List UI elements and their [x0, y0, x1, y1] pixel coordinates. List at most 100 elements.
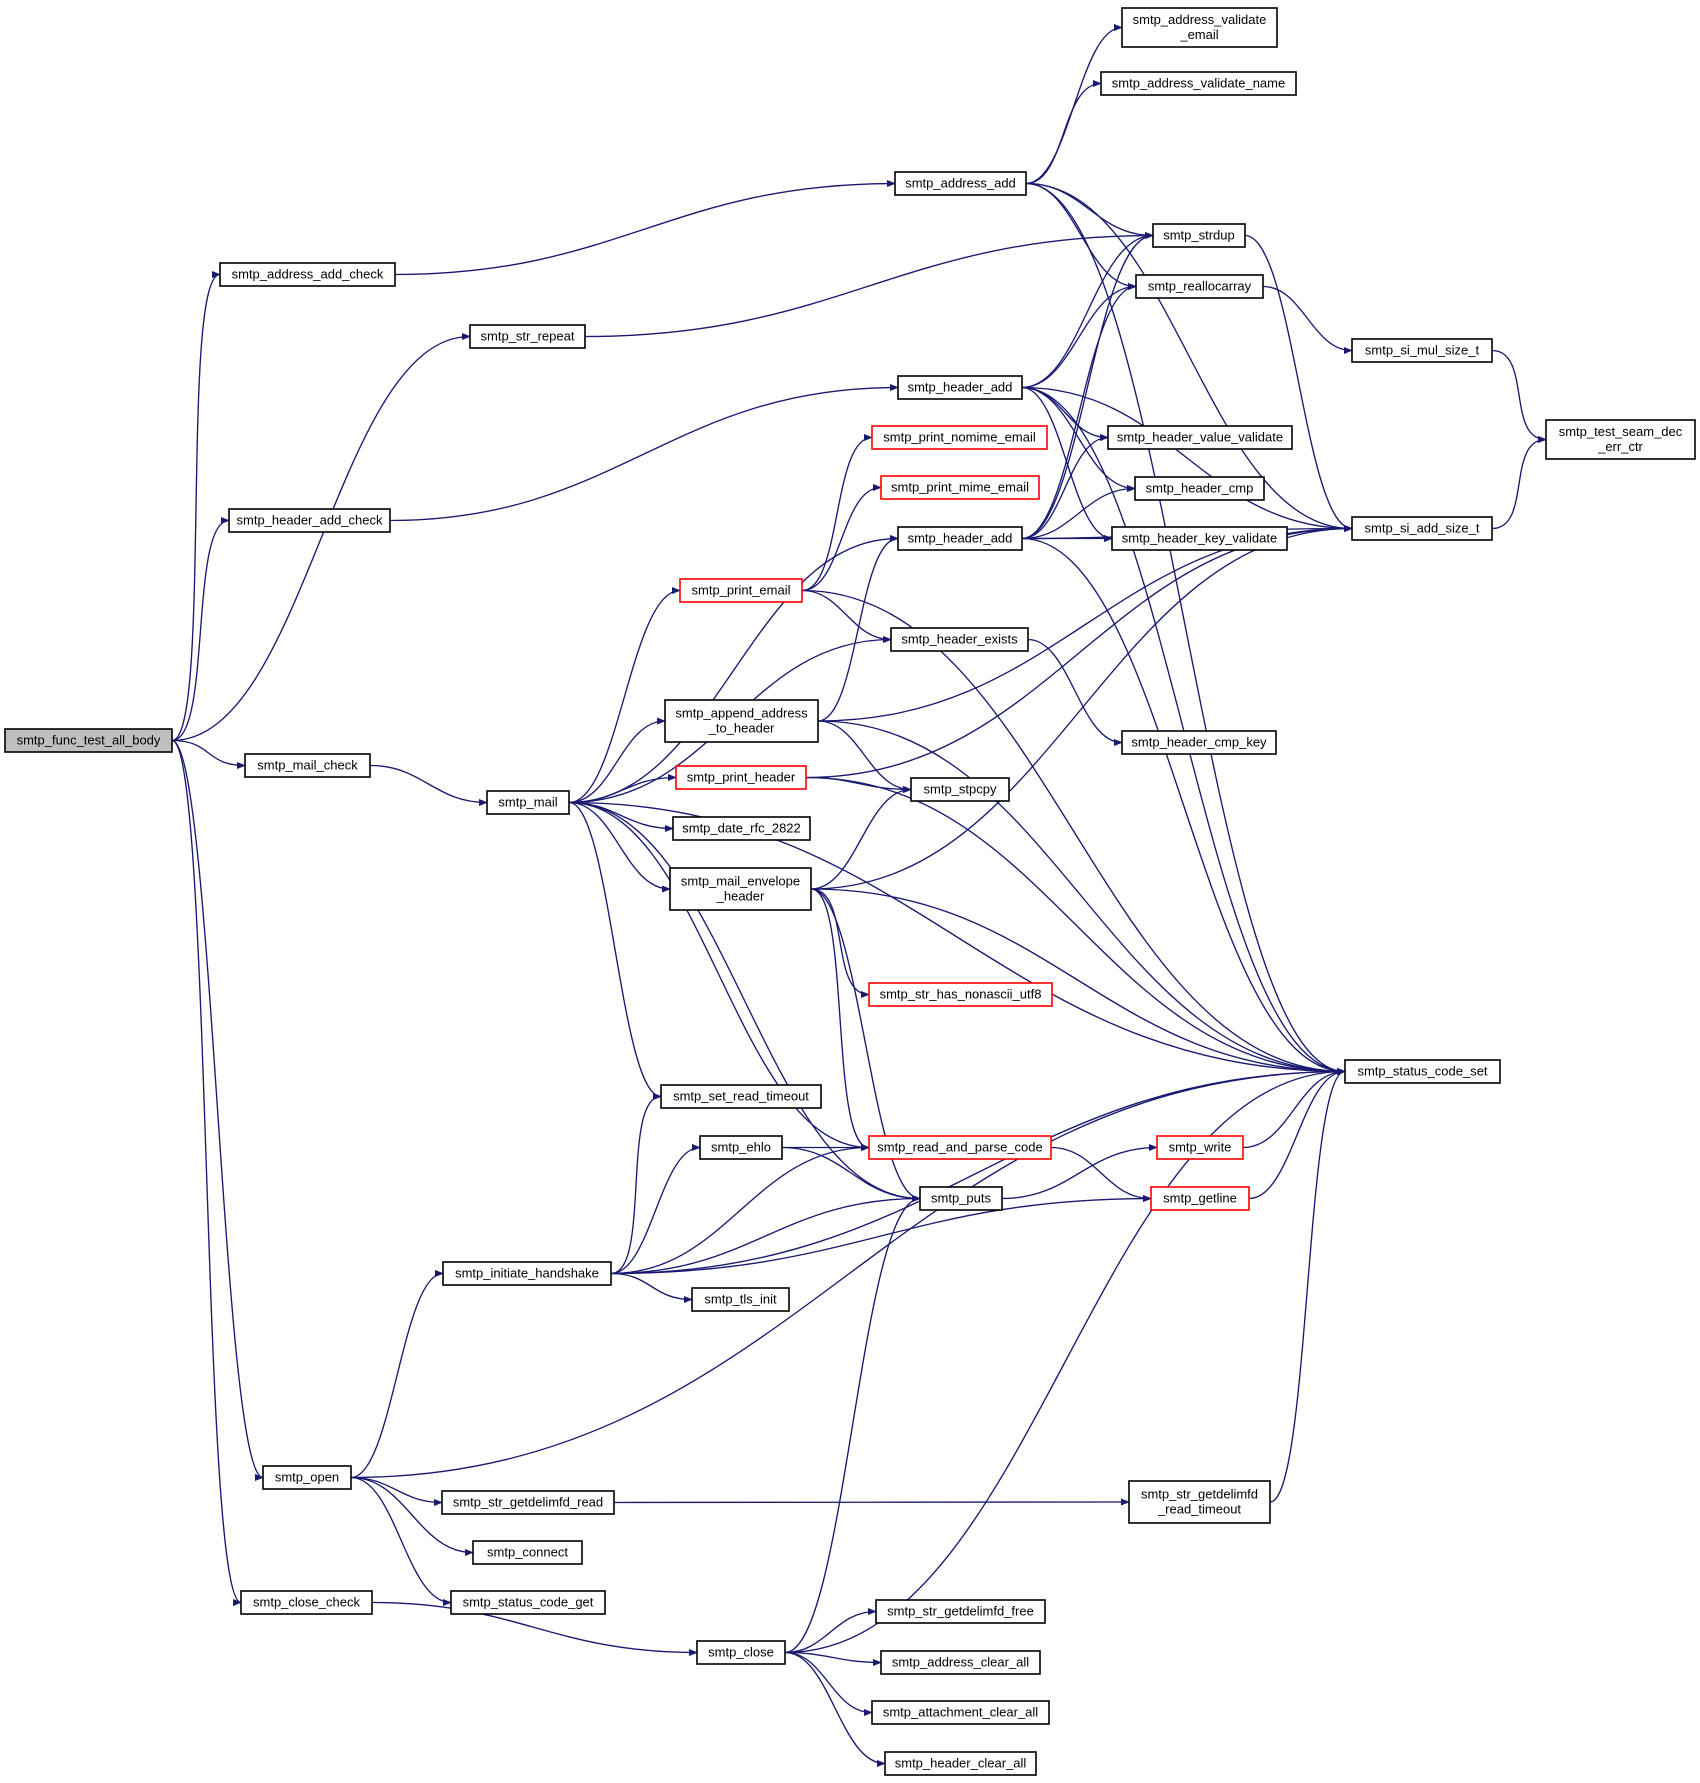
- node-header-key-validate[interactable]: smtp_header_key_validate: [1111, 526, 1288, 551]
- edge-mail-to-print-email: [568, 586, 681, 804]
- node-box: [890, 627, 1029, 652]
- edge-initiate-handshake-to-ehlo: [610, 1143, 701, 1275]
- edge-str-getdelimfd-read-to-str-getdelimfd-read-timeout: [613, 1498, 1130, 1506]
- node-label: smtp_connect: [487, 1545, 568, 1560]
- node-label: smtp_initiate_handshake: [455, 1266, 599, 1281]
- node-label: smtp_header_key_validate: [1122, 531, 1277, 546]
- edge-str-getdelimfd-read-timeout-to-status-code-set: [1269, 1067, 1346, 1503]
- node-box: [675, 765, 807, 790]
- node-label: smtp_address_clear_all: [892, 1655, 1029, 1670]
- node-open[interactable]: smtp_open: [262, 1465, 352, 1490]
- edge-address-add-to-status-code-set: [1025, 182, 1346, 1076]
- node-tls-init[interactable]: smtp_tls_init: [691, 1287, 790, 1312]
- node-address-validate-name[interactable]: smtp_address_validate_name: [1100, 71, 1297, 96]
- node-label: smtp_strdup: [1163, 228, 1235, 243]
- node-str-getdelimfd-read[interactable]: smtp_str_getdelimfd_read: [441, 1490, 615, 1515]
- node-print-header[interactable]: smtp_print_header: [675, 765, 807, 790]
- node-box: [897, 526, 1023, 551]
- edge-print-email-to-print-mime-email: [801, 483, 882, 592]
- node-box: [469, 324, 586, 349]
- node-header-add-a[interactable]: smtp_header_add: [897, 375, 1023, 400]
- node-connect[interactable]: smtp_connect: [472, 1540, 583, 1565]
- node-mail[interactable]: smtp_mail: [486, 790, 570, 815]
- node-test-seam-dec-err-ctr[interactable]: smtp_test_seam_dec_err_ctr: [1545, 419, 1696, 460]
- node-box: [910, 777, 1010, 802]
- node-stpcpy[interactable]: smtp_stpcpy: [910, 777, 1010, 802]
- node-puts[interactable]: smtp_puts: [919, 1186, 1003, 1211]
- edge-initiate-handshake-to-tls-init: [610, 1272, 693, 1304]
- node-box: [1351, 338, 1493, 363]
- node-box: [669, 867, 812, 911]
- edge-write-to-status-code-set: [1242, 1067, 1346, 1149]
- node-ehlo[interactable]: smtp_ehlo: [699, 1135, 783, 1160]
- node-str-getdelimfd-read-timeout[interactable]: smtp_str_getdelimfd_read_timeout: [1128, 1480, 1271, 1524]
- edge-mail-to-mail-envelope-header: [568, 801, 671, 893]
- node-status-code-get[interactable]: smtp_status_code_get: [450, 1590, 606, 1615]
- node-mail-envelope-header[interactable]: smtp_mail_envelope_header: [669, 867, 812, 911]
- node-box: [240, 1590, 373, 1615]
- node-attachment-clear-all[interactable]: smtp_attachment_clear_all: [871, 1700, 1050, 1725]
- node-str-has-nonascii-utf8[interactable]: smtp_str_has_nonascii_utf8: [868, 982, 1053, 1007]
- node-close[interactable]: smtp_close: [696, 1640, 786, 1665]
- node-func-test-all-body[interactable]: smtp_func_test_all_body: [4, 728, 173, 753]
- node-label: smtp_status_code_get: [463, 1595, 594, 1610]
- node-header-cmp-key[interactable]: smtp_header_cmp_key: [1121, 730, 1277, 755]
- node-header-cmp[interactable]: smtp_header_cmp: [1134, 476, 1265, 501]
- edge-header-add-b-to-header-cmp: [1021, 484, 1136, 540]
- node-label: smtp_mail_envelope: [681, 874, 800, 889]
- node-print-nomime-email[interactable]: smtp_print_nomime_email: [871, 425, 1048, 450]
- edge-strdup-to-si-add-size-t: [1244, 234, 1353, 533]
- node-label: smtp_address_validate_name: [1112, 76, 1285, 91]
- node-label: smtp_attachment_clear_all: [883, 1705, 1038, 1720]
- node-address-add-check[interactable]: smtp_address_add_check: [219, 262, 396, 287]
- node-close-check[interactable]: smtp_close_check: [240, 1590, 373, 1615]
- node-print-mime-email[interactable]: smtp_print_mime_email: [880, 475, 1040, 500]
- node-address-clear-all[interactable]: smtp_address_clear_all: [880, 1650, 1041, 1675]
- node-str-getdelimfd-free[interactable]: smtp_str_getdelimfd_free: [875, 1599, 1046, 1624]
- node-box: [868, 1135, 1052, 1160]
- node-set-read-timeout[interactable]: smtp_set_read_timeout: [660, 1084, 822, 1109]
- node-si-mul-size-t[interactable]: smtp_si_mul_size_t: [1351, 338, 1493, 363]
- node-box: [871, 1700, 1050, 1725]
- node-address-add[interactable]: smtp_address_add: [894, 171, 1027, 196]
- node-header-add-check[interactable]: smtp_header_add_check: [228, 508, 391, 533]
- node-header-add-b[interactable]: smtp_header_add: [897, 526, 1023, 551]
- edge-func-test-all-body-to-close-check: [171, 739, 242, 1606]
- node-initiate-handshake[interactable]: smtp_initiate_handshake: [442, 1261, 612, 1286]
- node-str-repeat[interactable]: smtp_str_repeat: [469, 324, 586, 349]
- node-label: smtp_func_test_all_body: [17, 733, 161, 748]
- edge-func-test-all-body-to-address-add-check: [171, 270, 221, 742]
- edge-initiate-handshake-to-status-code-set: [610, 1067, 1346, 1275]
- edge-initiate-handshake-to-getline: [610, 1194, 1152, 1275]
- edge-append-address-to-header-to-status-code-set: [817, 720, 1346, 1076]
- node-label: smtp_header_add_check: [237, 513, 383, 528]
- node-si-add-size-t[interactable]: smtp_si_add_size_t: [1351, 516, 1493, 541]
- node-status-code-set[interactable]: smtp_status_code_set: [1344, 1059, 1501, 1084]
- edge-puts-to-write: [1001, 1143, 1158, 1200]
- node-label: smtp_str_repeat: [481, 329, 575, 344]
- node-date-rfc-2822[interactable]: smtp_date_rfc_2822: [672, 816, 811, 841]
- edge-mail-check-to-mail: [369, 764, 488, 807]
- node-write[interactable]: smtp_write: [1156, 1135, 1244, 1160]
- edge-mail-to-read-and-parse-code: [568, 801, 870, 1152]
- edge-reallocarray-to-si-mul-size-t: [1262, 285, 1353, 355]
- edge-close-check-to-close: [371, 1601, 698, 1657]
- node-read-and-parse-code[interactable]: smtp_read_and_parse_code: [868, 1135, 1052, 1160]
- edge-header-add-a-to-reallocarray: [1021, 282, 1137, 389]
- node-append-address-to-header[interactable]: smtp_append_address_to_header: [664, 699, 819, 743]
- node-label: smtp_str_getdelimfd_read: [453, 1495, 603, 1510]
- node-mail-check[interactable]: smtp_mail_check: [244, 753, 371, 778]
- node-header-clear-all[interactable]: smtp_header_clear_all: [884, 1751, 1037, 1776]
- node-box: [691, 1287, 790, 1312]
- node-strdup[interactable]: smtp_strdup: [1152, 223, 1246, 248]
- node-header-value-validate[interactable]: smtp_header_value_validate: [1107, 425, 1293, 450]
- node-print-email[interactable]: smtp_print_email: [679, 578, 803, 603]
- node-header-exists[interactable]: smtp_header_exists: [890, 627, 1029, 652]
- node-address-validate-email[interactable]: smtp_address_validate_email: [1121, 7, 1278, 48]
- node-getline[interactable]: smtp_getline: [1150, 1186, 1250, 1211]
- edge-open-to-status-code-set: [350, 1067, 1346, 1479]
- node-reallocarray[interactable]: smtp_reallocarray: [1135, 274, 1264, 299]
- node-box: [1156, 1135, 1244, 1160]
- node-box: [1128, 1480, 1271, 1524]
